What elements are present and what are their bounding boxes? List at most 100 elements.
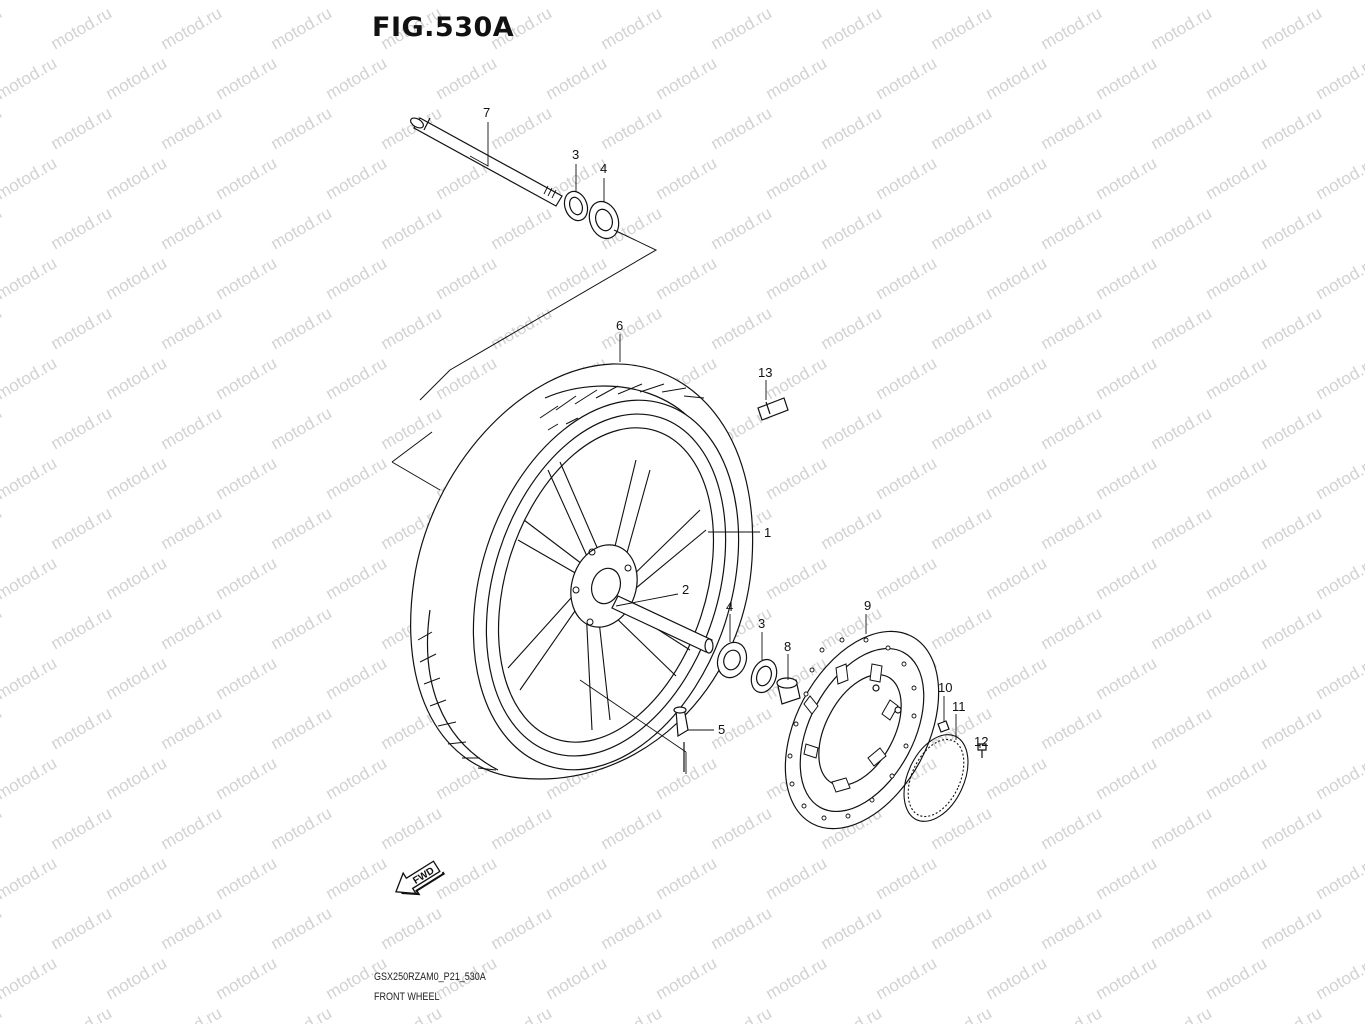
watermark-text: motod.ru	[653, 853, 721, 903]
watermark-text: motod.ru	[1313, 853, 1365, 903]
watermark-text: motod.ru	[1203, 53, 1271, 103]
watermark-text: motod.ru	[763, 553, 831, 603]
watermark-text: motod.ru	[0, 453, 60, 503]
watermark-text: motod.ru	[213, 153, 281, 203]
watermark-text: motod.ru	[983, 453, 1051, 503]
watermark-text: motod.ru	[1038, 103, 1106, 153]
spacer-end	[705, 639, 713, 653]
watermark-text: motod.ru	[1093, 0, 1161, 3]
watermark-text: motod.ru	[653, 253, 721, 303]
watermark-text: motod.ru	[213, 353, 281, 403]
watermark-text: motod.ru	[268, 803, 336, 853]
watermark-text: motod.ru	[1203, 553, 1271, 603]
callout-6: 6	[616, 318, 623, 333]
watermark-text: motod.ru	[0, 903, 5, 953]
watermark-text: motod.ru	[488, 103, 556, 153]
watermark-text: motod.ru	[1258, 703, 1326, 753]
watermark-text: motod.ru	[48, 403, 116, 453]
figure-name: FRONT WHEEL	[374, 991, 439, 1003]
watermark-text: motod.ru	[0, 0, 60, 3]
watermark-text: motod.ru	[543, 53, 611, 103]
watermark-text: motod.ru	[1313, 553, 1365, 603]
watermark-text: motod.ru	[213, 453, 281, 503]
watermark-text: motod.ru	[48, 103, 116, 153]
watermark-text: motod.ru	[213, 0, 281, 3]
watermark-text: motod.ru	[1313, 753, 1365, 803]
watermark-text: motod.ru	[0, 353, 60, 403]
watermark-text: motod.ru	[928, 503, 996, 553]
watermark-text: motod.ru	[158, 303, 226, 353]
watermark-text: motod.ru	[653, 153, 721, 203]
watermark-text: motod.ru	[763, 0, 831, 3]
watermark-text: motod.ru	[323, 853, 391, 903]
callout-1: 1	[764, 525, 771, 540]
watermark-text: motod.ru	[323, 553, 391, 603]
callout-13: 13	[758, 365, 772, 380]
watermark-text: motod.ru	[653, 0, 721, 3]
figure-title: FIG.530A	[372, 12, 514, 43]
watermark-text: motod.ru	[1093, 153, 1161, 203]
watermark-text: motod.ru	[213, 753, 281, 803]
watermark-text: motod.ru	[598, 303, 666, 353]
watermark-text: motod.ru	[213, 853, 281, 903]
watermark-text: motod.ru	[983, 353, 1051, 403]
watermark-text: motod.ru	[1093, 453, 1161, 503]
watermark-text: motod.ru	[1203, 753, 1271, 803]
watermark-text: motod.ru	[1038, 203, 1106, 253]
watermark-text: motod.ru	[48, 203, 116, 253]
axle	[409, 116, 562, 206]
watermark-text: motod.ru	[763, 953, 831, 1003]
watermark-text: motod.ru	[543, 0, 611, 3]
watermark-text: motod.ru	[1038, 503, 1106, 553]
watermark-text: motod.ru	[103, 253, 171, 303]
watermark-text: motod.ru	[378, 803, 446, 853]
watermark-text: motod.ru	[1313, 453, 1365, 503]
watermark-text: motod.ru	[323, 453, 391, 503]
watermark-text: motod.ru	[488, 1003, 556, 1024]
watermark-text: motod.ru	[928, 803, 996, 853]
watermark-text: motod.ru	[928, 3, 996, 53]
watermark-text: motod.ru	[0, 953, 60, 1003]
watermark-text: motod.ru	[1148, 203, 1216, 253]
watermark-text: motod.ru	[598, 3, 666, 53]
watermark-text: motod.ru	[1038, 1003, 1106, 1024]
watermark-text: motod.ru	[378, 203, 446, 253]
watermark-text: motod.ru	[1093, 953, 1161, 1003]
watermark-text: motod.ru	[1203, 153, 1271, 203]
watermark-text: motod.ru	[0, 603, 5, 653]
watermark-text: motod.ru	[1148, 403, 1216, 453]
watermark-text: motod.ru	[488, 203, 556, 253]
watermark-text: motod.ru	[103, 0, 171, 3]
watermark-text: motod.ru	[708, 903, 776, 953]
watermark-text: motod.ru	[0, 53, 60, 103]
watermark-text: motod.ru	[0, 503, 5, 553]
watermark-text: motod.ru	[763, 853, 831, 903]
watermark-text: motod.ru	[708, 803, 776, 853]
watermark-text: motod.ru	[103, 353, 171, 403]
watermark-text: motod.ru	[708, 303, 776, 353]
callout-4-top: 4	[600, 161, 607, 176]
watermark-text: motod.ru	[1313, 253, 1365, 303]
watermark-text: motod.ru	[0, 853, 60, 903]
watermark-text: motod.ru	[1148, 1003, 1216, 1024]
watermark-text: motod.ru	[1258, 103, 1326, 153]
watermark-text: motod.ru	[0, 403, 5, 453]
watermark-text: motod.ru	[928, 603, 996, 653]
watermark-text: motod.ru	[928, 1003, 996, 1024]
watermark-text: motod.ru	[158, 503, 226, 553]
watermark-text: motod.ru	[983, 153, 1051, 203]
watermark-text: motod.ru	[1038, 403, 1106, 453]
watermark-text: motod.ru	[0, 253, 60, 303]
watermark-text: motod.ru	[1313, 0, 1365, 3]
watermark-text: motod.ru	[213, 253, 281, 303]
watermark-text: motod.ru	[158, 103, 226, 153]
watermark-text: motod.ru	[598, 903, 666, 953]
callout-12: 12	[974, 734, 988, 749]
watermark-text: motod.ru	[818, 1003, 886, 1024]
watermark-text: motod.ru	[543, 853, 611, 903]
watermark-text: motod.ru	[1148, 703, 1216, 753]
watermark-text: motod.ru	[873, 253, 941, 303]
watermark-text: motod.ru	[708, 203, 776, 253]
watermark-text: motod.ru	[1038, 303, 1106, 353]
watermark-text: motod.ru	[873, 0, 941, 3]
